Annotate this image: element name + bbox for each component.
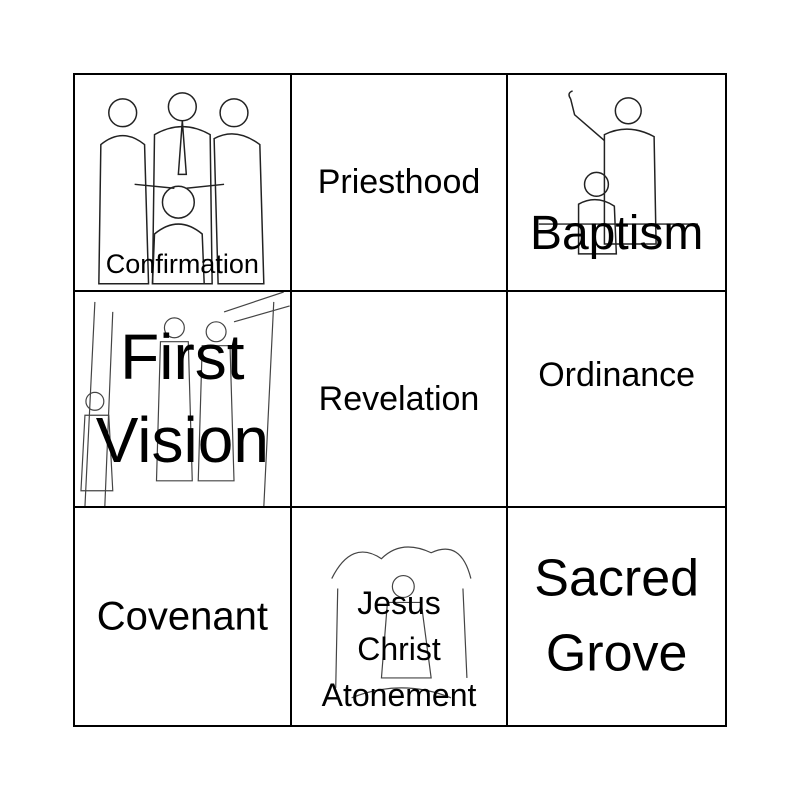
cell-label: Baptism xyxy=(529,207,704,260)
bingo-cell-ordinance[interactable]: Ordinance xyxy=(508,292,725,509)
bingo-cell-confirmation[interactable]: Confirmation xyxy=(75,75,292,292)
cell-label: Priesthood xyxy=(317,163,481,202)
bingo-cell-atonement[interactable]: Jesus Christ Atonement xyxy=(292,508,509,725)
bingo-cell-priesthood[interactable]: Priesthood xyxy=(291,75,509,292)
label-line: Atonement xyxy=(321,677,477,714)
confirmation-illustration xyxy=(98,92,265,285)
baptism-illustration xyxy=(539,90,699,255)
label-line: Jesus xyxy=(357,585,441,622)
cell-label: Revelation xyxy=(318,379,480,418)
label-line: Christ xyxy=(357,631,441,668)
cell-label: Jesus Christ Atonement xyxy=(292,580,507,718)
cell-label: First Vision xyxy=(75,316,290,482)
label-line: Vision xyxy=(95,403,269,476)
label-line: Grove xyxy=(545,624,688,683)
bingo-cell-sacred-grove[interactable]: Sacred Grove xyxy=(508,508,725,725)
cell-label: Covenant xyxy=(96,594,268,639)
label-line: Sacred xyxy=(534,549,700,608)
bingo-card: Confirmation Priesthood Baptism First Vi… xyxy=(73,73,727,727)
bingo-cell-first-vision[interactable]: First Vision xyxy=(75,291,292,509)
cell-label: Confirmation xyxy=(105,249,259,280)
atonement-illustration xyxy=(330,546,472,699)
cell-label: Ordinance xyxy=(538,355,696,394)
cell-label: Sacred Grove xyxy=(508,541,725,692)
bingo-cell-covenant[interactable]: Covenant xyxy=(75,508,292,725)
label-line: First xyxy=(120,320,245,393)
bingo-cell-baptism[interactable]: Baptism xyxy=(508,75,725,292)
bingo-cell-revelation[interactable]: Revelation xyxy=(291,291,509,509)
first-vision-illustration xyxy=(80,291,290,507)
